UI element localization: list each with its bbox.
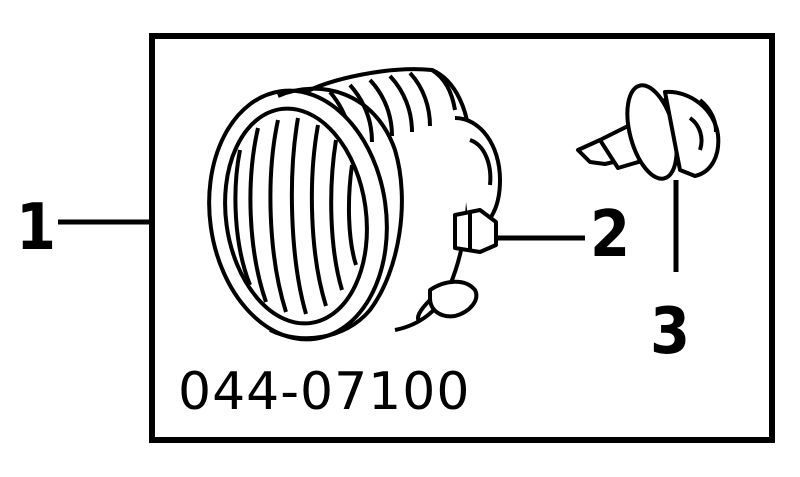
bulb: [576, 83, 721, 181]
callout-3: 3: [650, 295, 691, 369]
adjuster-screw: [453, 208, 498, 254]
fog-lamp-assembly: [207, 67, 502, 342]
callout-2: 2: [590, 198, 631, 272]
callout-1: 1: [16, 191, 57, 265]
diagram-frame: [149, 33, 775, 443]
part-number: 044-07100: [178, 362, 471, 422]
